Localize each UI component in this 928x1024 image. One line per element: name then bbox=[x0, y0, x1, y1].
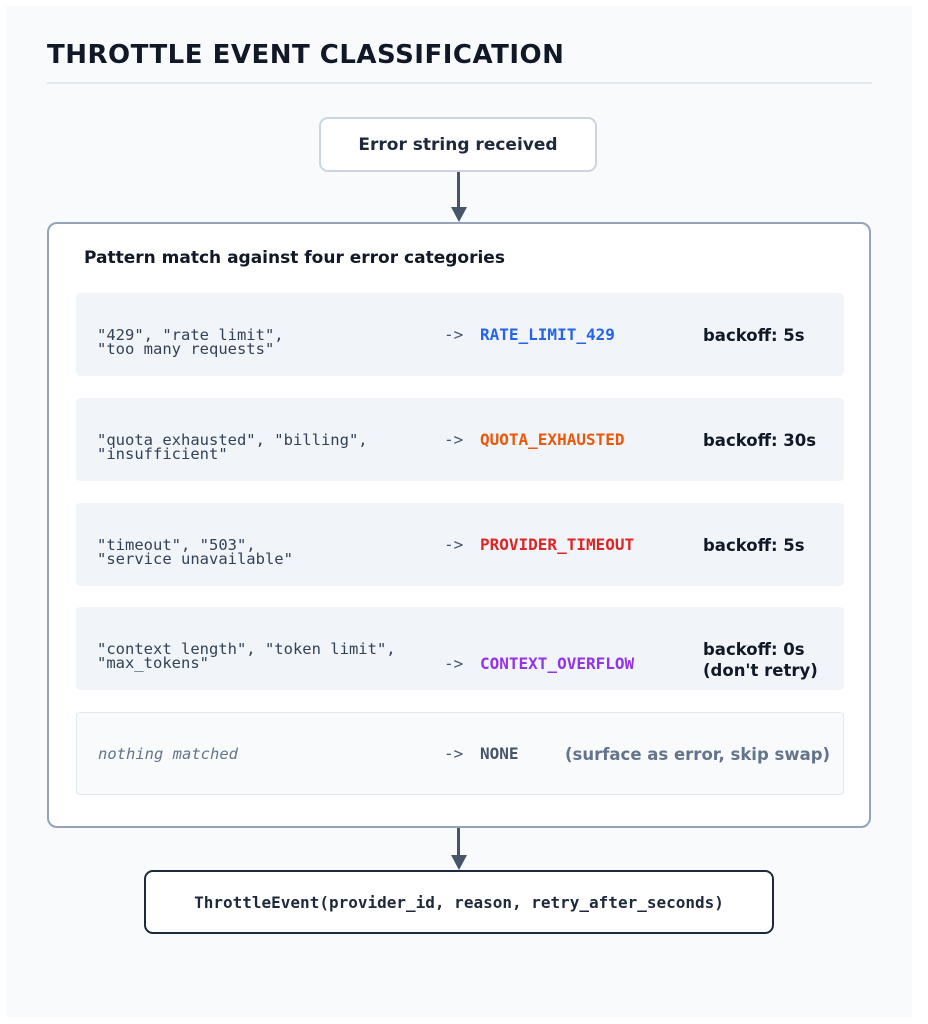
fallback-note: (surface as error, skip swap) bbox=[565, 745, 831, 764]
category-row-timeout: "timeout", "503", "service unavailable" … bbox=[76, 503, 844, 586]
category-patterns: "timeout", "503", "service unavailable" bbox=[97, 536, 293, 568]
title-divider bbox=[47, 82, 872, 84]
page-title: THROTTLE EVENT CLASSIFICATION bbox=[47, 40, 565, 70]
fallback-code: NONE bbox=[480, 744, 519, 763]
category-row-context: "context length", "token limit", "max_to… bbox=[76, 607, 844, 690]
start-node-label: Error string received bbox=[358, 134, 558, 155]
fallback-patterns: nothing matched bbox=[98, 745, 238, 763]
maps-to-arrow: -> bbox=[444, 325, 464, 344]
category-row-quota: "quota exhausted", "billing", "insuffici… bbox=[76, 398, 844, 481]
down-arrow-icon bbox=[451, 828, 467, 870]
panel-heading: Pattern match against four error categor… bbox=[84, 248, 505, 268]
maps-to-arrow: -> bbox=[444, 654, 464, 673]
down-arrow-icon bbox=[451, 172, 467, 222]
category-backoff: backoff: 0s (don't retry) bbox=[703, 640, 818, 680]
category-code: CONTEXT_OVERFLOW bbox=[480, 654, 635, 673]
category-code: PROVIDER_TIMEOUT bbox=[480, 535, 635, 554]
maps-to-arrow: -> bbox=[444, 430, 464, 449]
end-node: ThrottleEvent(provider_id, reason, retry… bbox=[144, 870, 774, 934]
category-code: RATE_LIMIT_429 bbox=[480, 325, 615, 344]
fallback-row: nothing matched -> NONE (surface as erro… bbox=[76, 712, 844, 795]
category-patterns: "429", "rate limit", "too many requests" bbox=[97, 326, 284, 358]
end-node-label: ThrottleEvent(provider_id, reason, retry… bbox=[194, 892, 724, 912]
category-backoff: backoff: 5s bbox=[703, 326, 805, 345]
category-backoff: backoff: 30s bbox=[703, 431, 817, 450]
maps-to-arrow: -> bbox=[444, 744, 464, 763]
category-patterns: "context length", "token limit", "max_to… bbox=[97, 640, 396, 672]
start-node: Error string received bbox=[319, 117, 597, 172]
maps-to-arrow: -> bbox=[444, 535, 464, 554]
category-patterns: "quota exhausted", "billing", "insuffici… bbox=[97, 431, 368, 463]
category-row-rate-limit: "429", "rate limit", "too many requests"… bbox=[76, 293, 844, 376]
category-backoff: backoff: 5s bbox=[703, 536, 805, 555]
pattern-match-panel: Pattern match against four error categor… bbox=[47, 222, 871, 828]
category-code: QUOTA_EXHAUSTED bbox=[480, 430, 625, 449]
